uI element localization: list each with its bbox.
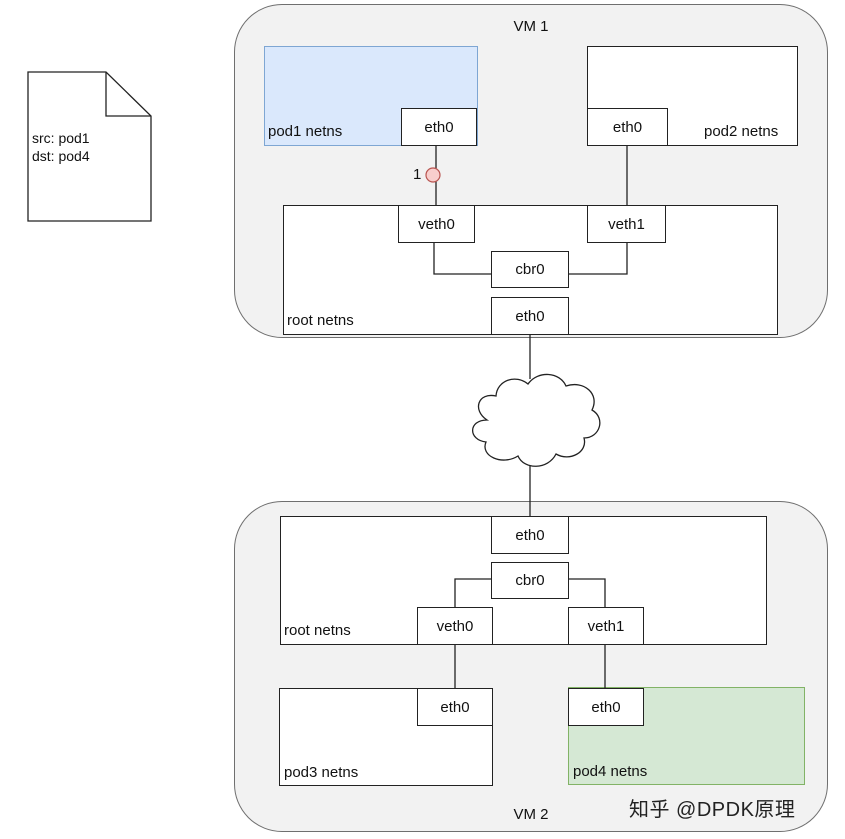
pod3-eth0: eth0 — [417, 688, 493, 726]
vm1-veth0: veth0 — [398, 205, 475, 243]
vm2-veth0: veth0 — [417, 607, 493, 645]
step-marker-label: 1 — [413, 166, 422, 183]
vm1-veth1: veth1 — [587, 205, 666, 243]
vm2-veth1: veth1 — [568, 607, 644, 645]
pod4-netns — [568, 687, 805, 785]
network-cloud — [471, 373, 601, 467]
pod2-netns-label: pod2 netns — [704, 123, 779, 140]
vm1-cbr0-bridge: cbr0 — [491, 251, 569, 288]
pod1-eth0: eth0 — [401, 108, 477, 146]
packet-src: src: pod1 — [32, 130, 90, 146]
pod1-netns-label: pod1 netns — [268, 123, 343, 140]
pod4-netns-label: pod4 netns — [573, 763, 648, 780]
vm1-root-netns-label: root netns — [287, 312, 354, 329]
packet-dst: dst: pod4 — [32, 148, 90, 164]
watermark: 知乎 @DPDK原理 — [629, 799, 796, 821]
pod3-netns-label: pod3 netns — [284, 764, 359, 781]
vm2-cbr0-bridge: cbr0 — [491, 562, 569, 599]
pod4-eth0: eth0 — [568, 688, 644, 726]
vm2-root-netns-label: root netns — [284, 622, 351, 639]
packet-note — [27, 71, 152, 222]
vm1-root-eth0: eth0 — [491, 297, 569, 335]
pod3-netns — [279, 688, 493, 786]
pod2-eth0: eth0 — [587, 108, 668, 146]
vm1-title: VM 1 — [513, 18, 549, 35]
vm2-root-eth0: eth0 — [491, 516, 569, 554]
vm2-title: VM 2 — [513, 806, 549, 823]
